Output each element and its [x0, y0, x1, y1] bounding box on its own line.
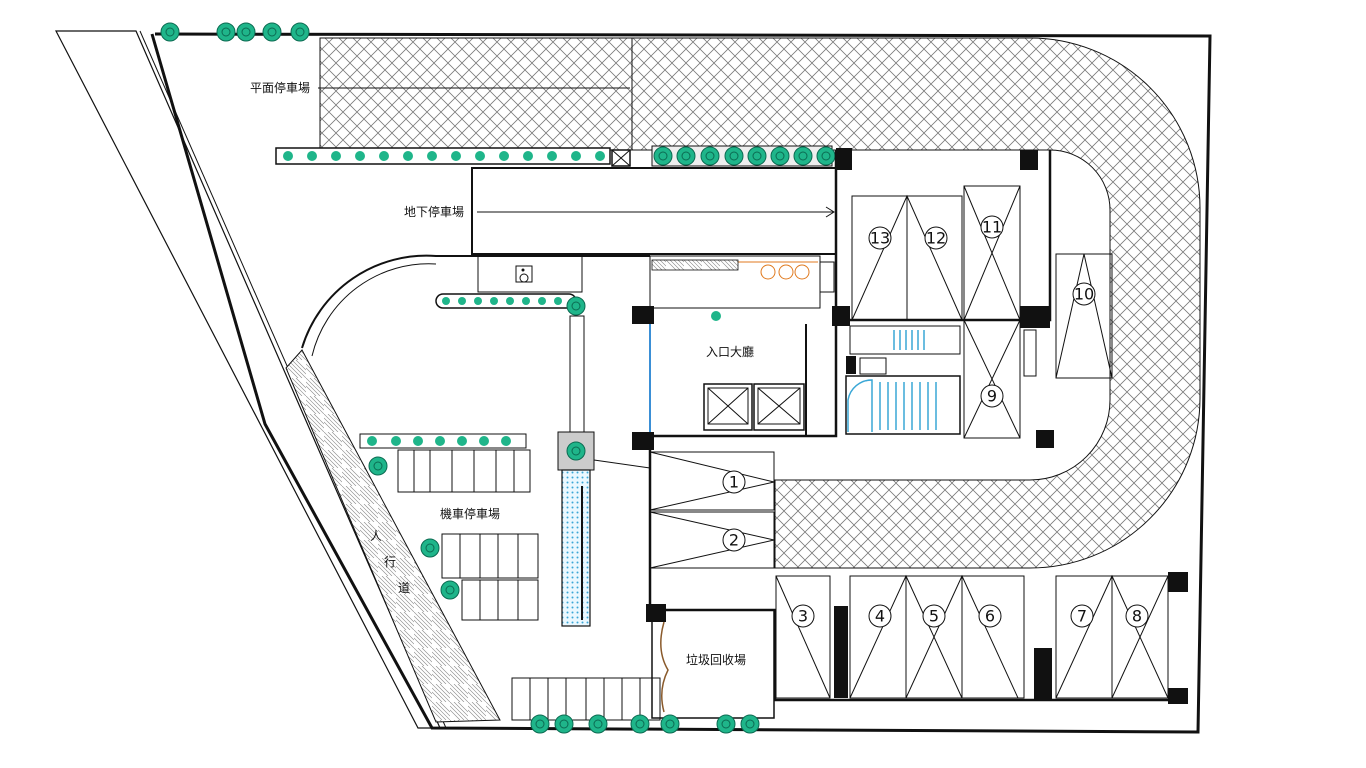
- stall-12-marker: 12: [924, 226, 948, 250]
- arrow-icon: [825, 206, 835, 218]
- stall-number: 8: [1132, 607, 1142, 626]
- seat: [760, 264, 776, 280]
- surface-parking-label: 平面停車場: [250, 80, 310, 95]
- curved-facade: [301, 254, 650, 349]
- stall-4-marker: 4: [868, 604, 892, 628]
- stair-treads: [893, 330, 925, 350]
- scooter-parking-label: 機車停車場: [440, 506, 500, 521]
- tree-icon: [368, 456, 388, 476]
- stall-10-marker: 10: [1072, 282, 1096, 306]
- stall-number: 3: [798, 607, 808, 626]
- stall-number: 2: [729, 531, 739, 550]
- tree-icon: [566, 441, 586, 461]
- stall-2-marker: 2: [722, 528, 746, 552]
- stall-number: 10: [1074, 285, 1094, 304]
- elevator-shaft-small: [1023, 329, 1037, 377]
- planter-top: [275, 147, 611, 165]
- tree-icon: [566, 296, 586, 316]
- stall-number: 7: [1077, 607, 1087, 626]
- walkway-label-3: 道: [398, 581, 410, 595]
- stall-9-mark: [963, 319, 1021, 439]
- stall-7-marker: 7: [1070, 604, 1094, 628]
- stair-upper: [849, 325, 961, 355]
- column: [1020, 306, 1050, 328]
- tree-row-top: [283, 151, 605, 161]
- stall-5-marker: 5: [922, 604, 946, 628]
- recycling-label: 垃圾回收場: [686, 652, 746, 667]
- column: [1036, 430, 1054, 448]
- stall-number: 5: [929, 607, 939, 626]
- parking-block-center: [649, 451, 775, 569]
- seat: [794, 264, 810, 280]
- lobby-label: 入口大廳: [706, 344, 754, 359]
- stall-1-marker: 1: [722, 470, 746, 494]
- column: [1020, 150, 1038, 170]
- paved-driveway: [319, 37, 1201, 569]
- stair-treads-lower: [879, 382, 937, 430]
- stall-number: 6: [985, 607, 995, 626]
- pedestrian-walkway: [285, 349, 501, 723]
- plant-icon: [711, 311, 721, 321]
- stall-number: 13: [870, 229, 890, 248]
- tree-icon: [440, 580, 460, 600]
- basement-parking-label: 地下停車場: [404, 204, 464, 219]
- tree-row-boundary: [160, 22, 310, 42]
- stall-3-marker: 3: [791, 604, 815, 628]
- stall-9-marker: 9: [980, 384, 1004, 408]
- parking-block-south: [775, 572, 1188, 704]
- site-edge-left: [55, 30, 441, 729]
- column: [836, 148, 852, 170]
- column: [846, 356, 856, 374]
- parking-block-north: [851, 185, 1021, 321]
- column: [832, 306, 850, 326]
- parking-number-markers: 1 2 3 4 5 6 7 8 9 10 11 12 13: [722, 215, 1149, 628]
- tree-icon: [420, 538, 440, 558]
- scooter-stalls: [397, 449, 661, 721]
- tree-row-bottom: [530, 714, 760, 734]
- tree-row-scooter: [367, 436, 511, 446]
- tree-row-west: [442, 297, 562, 305]
- water-feature: [561, 469, 591, 627]
- elevator-icon: [703, 383, 805, 431]
- stall-11-marker: 11: [980, 215, 1004, 239]
- stall-number: 11: [982, 218, 1002, 237]
- stall-number: 9: [987, 387, 997, 406]
- stall-number: 1: [729, 473, 739, 492]
- recycling-area: [651, 609, 775, 719]
- stair-landing: [847, 379, 873, 432]
- seat: [778, 264, 794, 280]
- stall-number: 12: [926, 229, 946, 248]
- parking-stall-9: [963, 319, 1021, 439]
- path-edge: [593, 459, 651, 469]
- site-boundary: [150, 32, 1212, 734]
- recycling-door: [660, 621, 669, 713]
- stall-8-marker: 8: [1125, 604, 1149, 628]
- basement-ramp: [471, 167, 837, 255]
- stall-number: 4: [875, 607, 885, 626]
- lobby-door: [819, 261, 835, 293]
- walkway-label-1: 人: [370, 529, 382, 543]
- curved-facade-inner: [311, 263, 437, 357]
- stair-lower: [845, 375, 961, 435]
- lobby-planter: [651, 259, 739, 271]
- column: [646, 604, 666, 622]
- stall-13-marker: 13: [868, 226, 892, 250]
- duct: [859, 357, 887, 375]
- column: [632, 306, 654, 324]
- walkway-label-2: 行: [384, 555, 396, 569]
- drain-cross: [611, 149, 631, 167]
- wheelchair-icon: [515, 265, 533, 283]
- stall-6-marker: 6: [978, 604, 1002, 628]
- accessible-space: [477, 255, 583, 293]
- parking-block-east: [1055, 253, 1113, 379]
- stall-10-mark: [1055, 253, 1113, 379]
- column: [632, 432, 654, 450]
